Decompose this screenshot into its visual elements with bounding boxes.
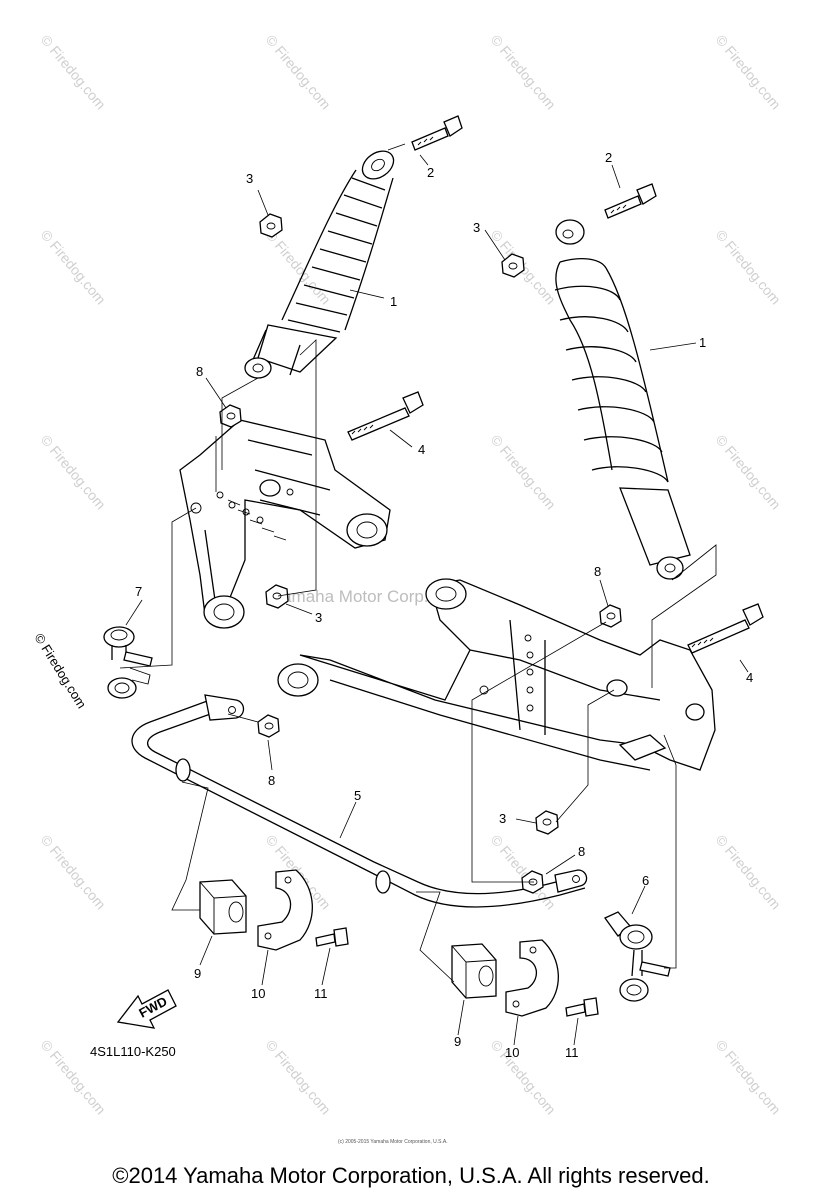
left-upper-nut	[259, 213, 283, 238]
watermark-tile: © Firedog.com	[263, 227, 334, 308]
right-bracket	[505, 939, 559, 1017]
watermark-tile: © Firedog.com	[713, 32, 784, 113]
callout-8: 8	[268, 773, 275, 788]
stabilizer-bar	[131, 694, 588, 908]
callout-10: 10	[505, 1045, 519, 1060]
callout-8: 8	[594, 564, 601, 579]
callout-3: 3	[315, 610, 322, 625]
callout-9: 9	[194, 966, 201, 981]
callout-2: 2	[605, 150, 612, 165]
callout-5: 5	[354, 788, 361, 803]
micro-copyright: (c) 2005-2015 Yamaha Motor Corporation, …	[338, 1139, 448, 1145]
right-swing-arm	[277, 578, 716, 771]
callout-1: 1	[390, 294, 397, 309]
right-lower-nut	[535, 810, 559, 835]
callout-4: 4	[418, 442, 425, 457]
left-lower-nut	[265, 584, 289, 609]
watermark-tile: © Firedog.com	[263, 32, 334, 113]
watermark-tile: © Firedog.com	[488, 1037, 559, 1118]
left-stabilizer-nut-8	[257, 714, 280, 738]
callout-1: 1	[699, 335, 706, 350]
left-long-bolt	[347, 391, 424, 441]
right-end-link	[604, 911, 671, 1002]
right-shock-absorber	[554, 219, 691, 580]
callout-11: 11	[565, 1045, 579, 1060]
watermark-tile: © Firedog.com	[488, 432, 559, 513]
watermark-tile: © Firedog.com	[38, 832, 109, 913]
left-upper-bolt	[411, 115, 463, 151]
left-end-link	[103, 626, 153, 699]
callout-3: 3	[246, 171, 253, 186]
watermark-tile: © Firedog.com	[38, 432, 109, 513]
left-shock-nut-8	[219, 404, 242, 428]
callout-4: 4	[746, 670, 753, 685]
left-bushing	[199, 879, 247, 935]
watermark-tile: © Firedog.com	[38, 32, 109, 113]
callout-3: 3	[499, 811, 506, 826]
watermark-tile: © Firedog.com	[713, 1037, 784, 1118]
assembly-lines	[119, 339, 717, 983]
right-shock-nut-8	[599, 604, 622, 628]
right-bushing	[451, 943, 497, 999]
callout-2: 2	[427, 165, 434, 180]
callout-6: 6	[642, 873, 649, 888]
right-upper-bolt	[604, 183, 657, 219]
right-long-bolt	[687, 603, 764, 654]
callout-10: 10	[251, 986, 265, 1001]
part-callouts: 1 1 2 2 3 3 3 3 4 4 5 6 7 8 8 8 8 9 9 10…	[135, 150, 753, 1060]
diagram-code: 4S1L110-K250	[90, 1044, 176, 1059]
watermark-tile: © Firedog.com	[38, 227, 109, 308]
copyright-notice: ©2014 Yamaha Motor Corporation, U.S.A. A…	[112, 1163, 710, 1188]
watermark-tile: © Firedog.com	[488, 32, 559, 113]
right-upper-nut	[501, 253, 525, 278]
callout-7: 7	[135, 584, 142, 599]
watermark-tile: © Firedog.com	[263, 1037, 334, 1118]
callout-11: 11	[314, 986, 328, 1001]
left-bracket	[257, 869, 313, 951]
watermark-tile: © Firedog.com	[713, 432, 784, 513]
callout-9: 9	[454, 1034, 461, 1049]
watermark-tile: © Firedog.com	[713, 832, 784, 913]
left-swing-arm	[179, 419, 391, 629]
callout-3: 3	[473, 220, 480, 235]
side-watermark: © Firedog.com	[31, 631, 89, 711]
watermark-tile: © Firedog.com	[713, 227, 784, 308]
left-shock-absorber	[244, 150, 395, 379]
right-bracket-bolt	[565, 997, 599, 1017]
fwd-arrow-icon: FWD	[116, 989, 177, 1029]
left-bracket-bolt	[315, 927, 349, 947]
callout-8: 8	[196, 364, 203, 379]
leader-lines	[125, 143, 749, 1046]
callout-8: 8	[578, 844, 585, 859]
